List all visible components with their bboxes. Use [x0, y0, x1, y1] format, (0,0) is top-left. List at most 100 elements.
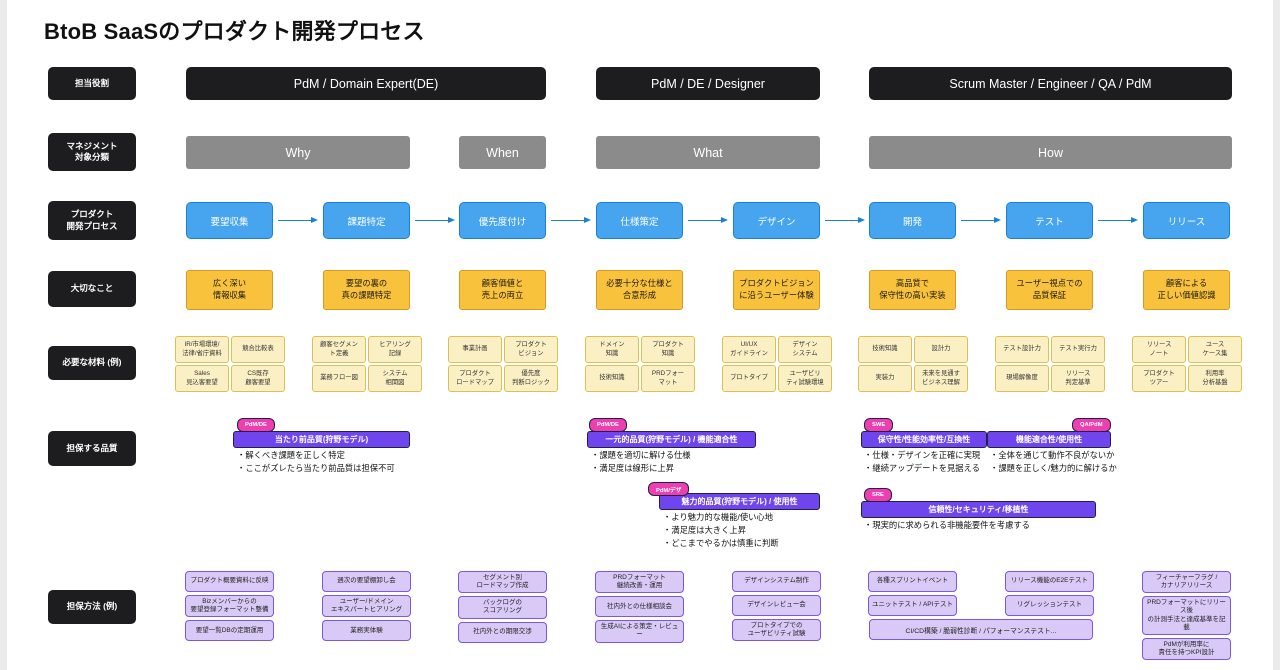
important-note: ユーザー視点での 品質保証: [1006, 270, 1093, 310]
flow-arrow-icon: [825, 216, 865, 223]
process-step: テスト: [1006, 202, 1093, 239]
methods-column: セグメント別 ロードマップ作成バックログの スコアリング社内外との期限交渉: [458, 571, 547, 643]
material-item: ユース ケース集: [1188, 336, 1242, 363]
quality-bar: 一元的品質(狩野モデル) / 機能適合性: [587, 431, 756, 448]
method-item: デザインレビュー会: [732, 595, 821, 616]
quality-tag: PdM/DE: [589, 418, 627, 432]
material-item: 設計力: [914, 336, 968, 363]
side-label-line: プロダクト: [70, 209, 114, 220]
mgmt-box-what: What: [596, 136, 820, 169]
side-label-line: 大切なこと: [70, 283, 114, 294]
process-step: 優先度付け: [459, 202, 546, 239]
method-item: デザインシステム制作: [732, 571, 821, 592]
side-label-line: 担保方法 (例): [66, 601, 118, 612]
quality-bullet: 現実的に求められる非機能要件を考慮する: [864, 519, 1030, 532]
material-item: 優先度 判断ロジック: [504, 365, 558, 392]
material-item: 技術知識: [585, 365, 639, 392]
side-label-line: 担保する品質: [66, 442, 118, 453]
flow-arrow-icon: [1098, 216, 1138, 223]
side-label-methods: 担保方法 (例): [48, 590, 136, 624]
quality-bar: 当たり前品質(狩野モデル): [233, 431, 410, 448]
side-label-roles: 担当役割: [48, 67, 136, 100]
methods-column: リリース機能のE2Eテストリグレッションテスト: [1005, 571, 1094, 616]
important-note: 顧客による 正しい価値認識: [1143, 270, 1230, 310]
material-item: システム 相関図: [368, 365, 422, 392]
method-item: プロダクト概要資料に反映: [185, 571, 274, 592]
mgmt-box-why: Why: [186, 136, 410, 169]
quality-bullets: 現実的に求められる非機能要件を考慮する: [864, 519, 1030, 532]
quality-tag: SWE: [864, 418, 894, 432]
material-item: テスト設計力: [995, 336, 1049, 363]
material-item: 顧客セグメン ト定義: [312, 336, 366, 363]
quality-bullet: 満足度は線形に上昇: [591, 462, 691, 475]
important-note: 広く深い 情報収集: [186, 270, 273, 310]
methods-column: 各種スプリントイベントユニットテスト / APIテスト: [868, 571, 957, 616]
side-label-line: 必要な材料 (例): [62, 357, 122, 368]
quality-bullet: 解くべき課題を正しく特定: [237, 449, 395, 462]
quality-bullet: 仕様・デザインを正確に実現: [864, 449, 980, 462]
quality-bullet: ここがズレたら当たり前品質は担保不可: [237, 462, 394, 475]
material-item: ドメイン 知識: [585, 336, 639, 363]
quality-bullet: どこまでやるかは慎重に判断: [663, 537, 778, 550]
mgmt-box-when: When: [459, 136, 546, 169]
side-label-line: 対象分類: [74, 152, 109, 162]
materials-grid: リリース ノートユース ケース集プロダクト ツアー利用率 分析基盤: [1132, 336, 1244, 392]
method-item: バックログの スコアリング: [458, 596, 547, 619]
mgmt-box-how: How: [869, 136, 1232, 169]
process-step: 要望収集: [186, 202, 273, 239]
material-item: プロダクト ビジョン: [504, 336, 558, 363]
material-item: 現場解像度: [995, 365, 1049, 392]
material-item: プロダクト ツアー: [1132, 365, 1186, 392]
quality-tag: PdM/DE: [237, 418, 275, 432]
material-item: 未来を見通す ビジネス理解: [914, 365, 968, 392]
side-label-important: 大切なこと: [48, 271, 136, 307]
side-label-management: マネジメント対象分類: [48, 133, 136, 171]
material-item: PRDフォー マット: [641, 365, 695, 392]
important-note: 要望の裏の 真の課題特定: [323, 270, 410, 310]
quality-bullets: より魅力的な機能/使い心地 満足度は大きく上昇 どこまでやるかは慎重に判断: [663, 511, 778, 550]
material-item: CS既存 顧客要望: [231, 365, 285, 392]
method-item: 生成AIによる策定・レビュー: [595, 620, 684, 643]
quality-bullets: 解くべき課題を正しく特定 ここがズレたら当たり前品質は担保不可: [237, 449, 395, 475]
important-note: 高品質で 保守性の高い実装: [869, 270, 956, 310]
material-item: デザイン システム: [778, 336, 832, 363]
material-item: 技術知識: [858, 336, 912, 363]
quality-bullets: 全体を通じて動作不良がないか 課題を正しく/魅力的に解けるか: [990, 449, 1116, 475]
important-note: 必要十分な仕様と 合意形成: [596, 270, 683, 310]
side-label-line: 担当役割: [74, 77, 109, 88]
material-item: リリース 判定基準: [1051, 365, 1105, 392]
important-note: 顧客価値と 売上の両立: [459, 270, 546, 310]
method-item: リリース機能のE2Eテスト: [1005, 571, 1094, 592]
material-item: 実装力: [858, 365, 912, 392]
materials-grid: テスト設計力テスト実行力現場解像度リリース 判定基準: [995, 336, 1107, 392]
page-title: BtoB SaaSのプロダクト開発プロセス: [44, 19, 425, 44]
right-edge-strip: [1273, 0, 1280, 670]
role-box-pdm-de-designer: PdM / DE / Designer: [596, 67, 820, 100]
material-item: テスト実行力: [1051, 336, 1105, 363]
material-item: プロダクト ロードマップ: [448, 365, 502, 392]
quality-bar: 信頼性/セキュリティ/移植性: [861, 501, 1096, 518]
materials-grid: 事業計画プロダクト ビジョンプロダクト ロードマップ優先度 判断ロジック: [448, 336, 560, 392]
method-item: セグメント別 ロードマップ作成: [458, 571, 547, 594]
method-item: PRDフォーマット 継続改善・運用: [595, 571, 684, 594]
material-item: 事業計画: [448, 336, 502, 363]
side-label-line: 開発プロセス: [66, 220, 118, 231]
quality-tag: QA/PdM: [1072, 418, 1111, 432]
process-step: 仕様策定: [596, 202, 683, 239]
method-item: フィーチャーフラグ / カナリアリリース: [1142, 571, 1231, 594]
material-item: UI/UX ガイドライン: [722, 336, 776, 363]
methods-column: デザインシステム制作デザインレビュー会プロトタイプでの ユーザビリティ試験: [732, 571, 821, 642]
method-item: ユーザー/ドメイン エキスパートヒアリング: [322, 595, 411, 618]
method-item: 週次の要望棚卸し会: [322, 571, 411, 592]
method-item: リグレッションテスト: [1005, 595, 1094, 616]
material-item: 業務フロー図: [312, 365, 366, 392]
quality-bar: 保守性/性能効率性/互換性: [861, 431, 987, 448]
quality-bullets: 課題を適切に解ける仕様 満足度は線形に上昇: [591, 449, 691, 475]
method-item: 要望一覧DBの定期運用: [185, 620, 274, 642]
method-item: 各種スプリントイベント: [868, 571, 957, 592]
material-item: ヒアリング 記録: [368, 336, 422, 363]
role-box-scrum-team: Scrum Master / Engineer / QA / PdM: [869, 67, 1232, 100]
method-item: 社内外との期限交渉: [458, 621, 547, 643]
